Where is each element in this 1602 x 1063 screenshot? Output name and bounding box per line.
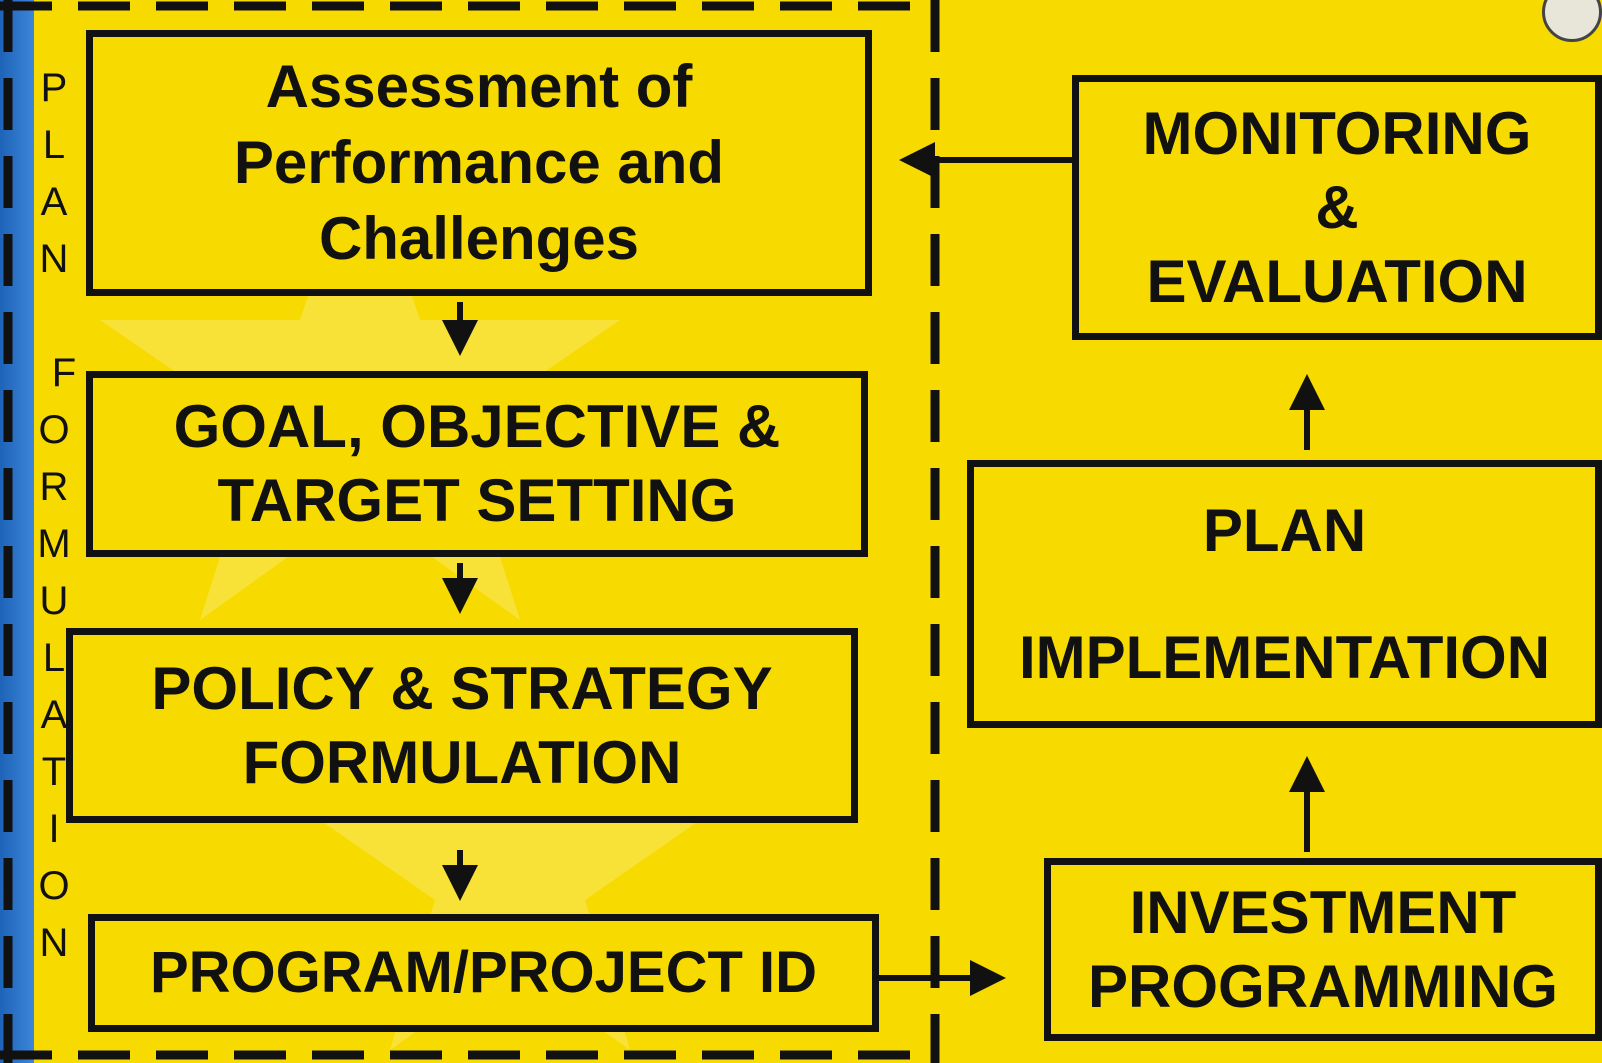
side-letter: F — [51, 351, 77, 395]
investment-box: INVESTMENT PROGRAMMING — [1044, 858, 1602, 1041]
side-letter: O — [38, 864, 70, 908]
side-letter: L — [42, 123, 66, 167]
side-label-formulation-rest: O R M U L A T I O N — [34, 402, 74, 972]
goal-box: GOAL, OBJECTIVE & TARGET SETTING — [86, 371, 868, 557]
box-text: Performance and — [233, 129, 725, 196]
implementation-box: PLAN IMPLEMENTATION — [967, 460, 1602, 728]
background-star-bottom — [320, 690, 700, 1050]
side-letter: P — [40, 66, 68, 110]
box-text: & — [1315, 173, 1359, 241]
box-text: TARGET SETTING — [217, 467, 737, 534]
side-letter: N — [39, 921, 69, 965]
plan-formulation-dashed-frame — [0, 0, 940, 1063]
monitoring-box: MONITORING & EVALUATION — [1072, 75, 1602, 340]
side-letter: M — [37, 522, 71, 566]
box-text: FORMULATION — [242, 728, 682, 796]
box-text: Challenges — [318, 205, 640, 272]
box-text: PLAN — [1202, 496, 1367, 564]
side-label-plan: P L A N — [34, 60, 74, 288]
policy-box: POLICY & STRATEGY FORMULATION — [66, 628, 858, 823]
box-text: EVALUATION — [1146, 247, 1528, 315]
side-letter: I — [48, 807, 60, 851]
assessment-box: Assessment of Performance and Challenges — [86, 30, 872, 296]
box-text: PROGRAM/PROJECT ID — [149, 940, 818, 1005]
box-text: Assessment of — [265, 53, 693, 120]
box-text: POLICY & STRATEGY — [151, 654, 773, 722]
side-letter: T — [41, 750, 67, 794]
box-text: MONITORING — [1142, 99, 1532, 167]
box-text: GOAL, OBJECTIVE & — [173, 393, 781, 460]
box-text: IMPLEMENTATION — [1018, 623, 1551, 691]
side-label-formulation: F — [44, 345, 84, 402]
program-box: PROGRAM/PROJECT ID — [88, 914, 879, 1032]
box-text: PROGRAMMING — [1088, 952, 1558, 1020]
side-letter: U — [39, 579, 69, 623]
side-letter: L — [42, 636, 66, 680]
side-letter: R — [39, 465, 69, 509]
side-letter: N — [39, 237, 69, 281]
box-text: INVESTMENT — [1129, 878, 1517, 946]
side-letter: A — [40, 693, 68, 737]
side-letter: O — [38, 408, 70, 452]
side-letter: A — [40, 180, 68, 224]
